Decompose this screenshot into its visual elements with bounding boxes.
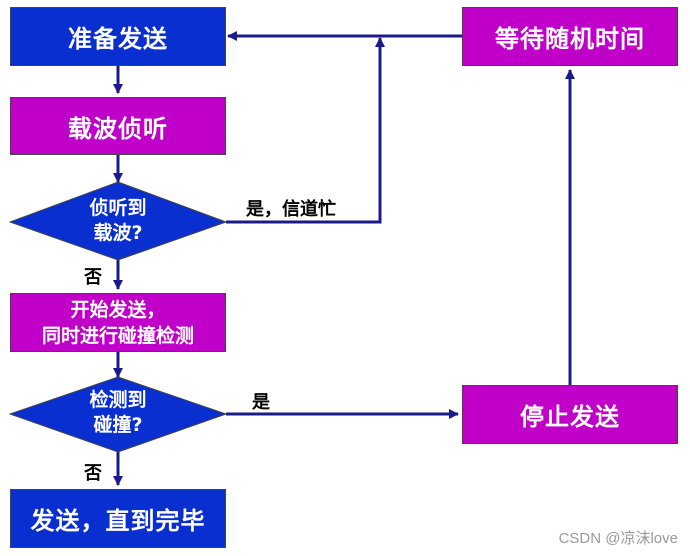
diamond-collision-label: 检测到 碰撞? <box>58 388 178 438</box>
edge-label-no-carrier: 否 <box>84 267 102 288</box>
diamond-collision-line1: 检测到 <box>89 389 147 411</box>
diamond-collision-line2: 碰撞? <box>93 414 143 436</box>
diamond-detect-carrier-line2: 载波? <box>93 222 143 244</box>
diamond-detect-carrier-label: 侦听到 载波? <box>58 196 178 246</box>
edge-label-yes-collision: 是 <box>252 392 270 413</box>
node-stop-send: 停止发送 <box>462 385 678 444</box>
node-start-send-line2: 同时进行碰撞检测 <box>41 324 194 347</box>
watermark-text: CSDN @凉沫love <box>558 530 678 547</box>
node-wait-random: 等待随机时间 <box>462 7 678 66</box>
node-start-send: 开始发送， 同时进行碰撞检测 <box>10 293 226 352</box>
node-send-until-done: 发送，直到完毕 <box>10 489 226 548</box>
node-carrier-listen: 载波侦听 <box>10 97 226 155</box>
node-prepare-send: 准备发送 <box>10 7 226 66</box>
edge-label-no-collision: 否 <box>84 463 102 484</box>
arrow-busy-to-top <box>226 37 385 224</box>
diamond-detect-carrier-line1: 侦听到 <box>89 197 147 219</box>
diamond-detect-carrier <box>8 181 228 261</box>
node-start-send-line1: 开始发送， <box>70 298 166 321</box>
diamond-collision <box>8 376 228 453</box>
edge-label-busy: 是，信道忙 <box>246 199 336 220</box>
